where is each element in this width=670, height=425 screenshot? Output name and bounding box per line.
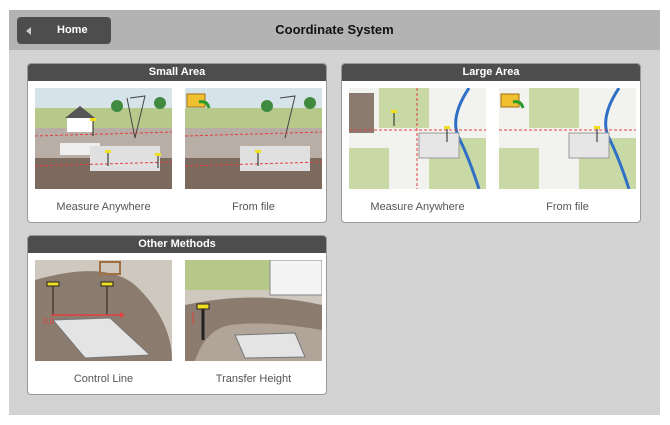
- map-from-file-illustration-icon: [499, 88, 636, 189]
- option-label: Measure Anywhere: [56, 201, 151, 213]
- panel-other-methods: Other Methods 0,0 Control Line Transfer …: [27, 235, 327, 395]
- option-label: Measure Anywhere: [370, 201, 465, 213]
- option-label: From file: [232, 201, 275, 213]
- control-line-illustration-icon: 0,0: [35, 260, 172, 361]
- panel-small-area: Small Area Measure Anywhere From file: [27, 63, 327, 223]
- page-title: Coordinate System: [275, 22, 394, 37]
- panel-title: Other Methods: [28, 236, 326, 253]
- option-label: From file: [546, 201, 589, 213]
- small-area-from-file-option[interactable]: From file: [185, 88, 322, 213]
- transfer-height-illustration-icon: [185, 260, 322, 361]
- option-label: Control Line: [73, 373, 134, 385]
- origin-label: 0,0: [43, 317, 55, 326]
- site-from-file-illustration-icon: [185, 88, 322, 189]
- panel-large-area: Large Area Measure Anywhere From file: [341, 63, 641, 223]
- header-bar: Home Coordinate System: [9, 10, 660, 50]
- control-line-option[interactable]: 0,0 Control Line: [35, 260, 172, 385]
- transfer-height-option[interactable]: Transfer Height: [185, 260, 322, 385]
- map-illustration-icon: [349, 88, 486, 189]
- panel-title: Small Area: [28, 64, 326, 81]
- panel-title: Large Area: [342, 64, 640, 81]
- option-label: Transfer Height: [215, 373, 292, 385]
- small-area-measure-anywhere-option[interactable]: Measure Anywhere: [35, 88, 172, 213]
- large-area-from-file-option[interactable]: From file: [499, 88, 636, 213]
- large-area-measure-anywhere-option[interactable]: Measure Anywhere: [349, 88, 486, 213]
- home-button[interactable]: Home: [17, 17, 111, 44]
- site-illustration-icon: [35, 88, 172, 189]
- home-label: Home: [57, 24, 88, 36]
- screen: Home Coordinate System Small Area Measur…: [9, 10, 660, 415]
- back-arrow-icon: [26, 27, 31, 35]
